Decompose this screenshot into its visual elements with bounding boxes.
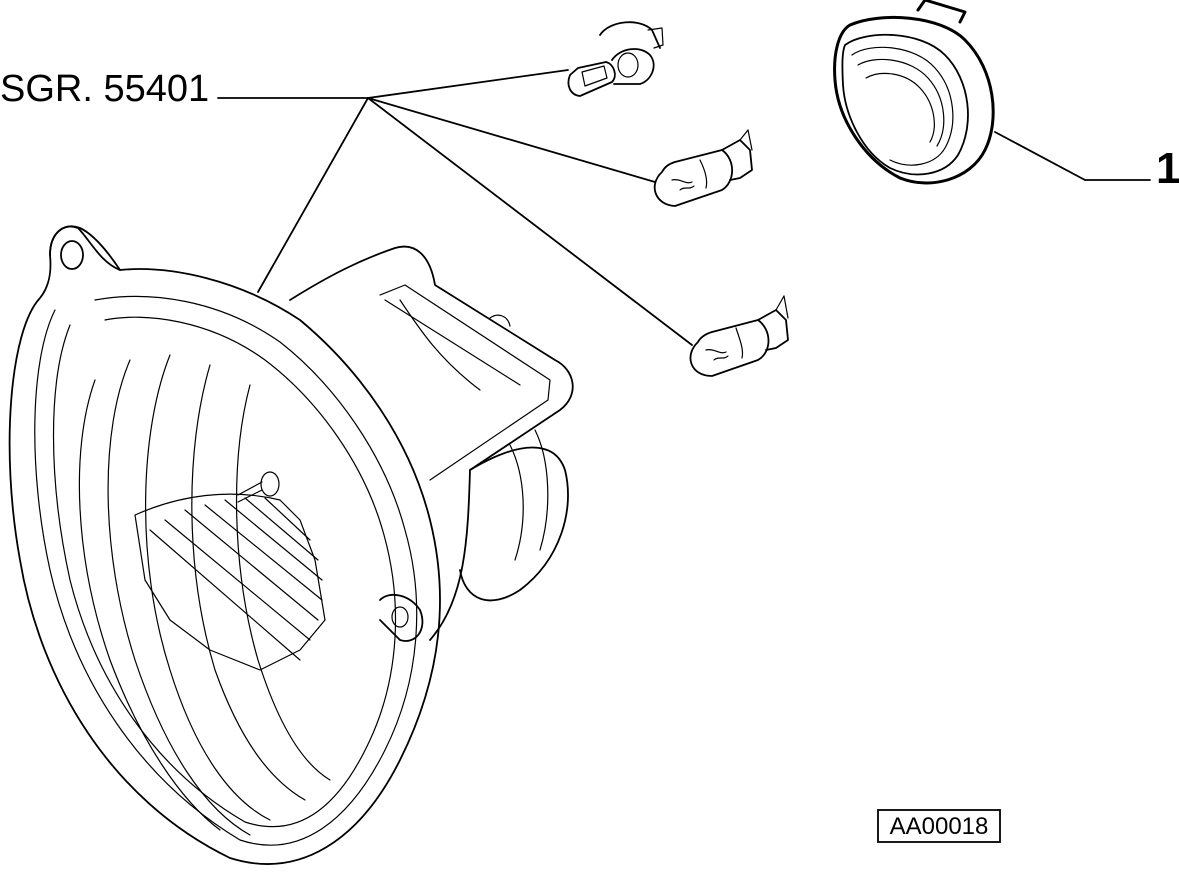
wedge-bulb-upper: [653, 129, 753, 207]
reference-group-label: SGR. 55401: [0, 68, 209, 110]
item-number-label: 1: [1156, 144, 1179, 193]
headlamp-assembly: [8, 225, 574, 865]
drawing-code-box: AA00018: [877, 809, 1001, 843]
item-leader-line: [994, 131, 1151, 181]
wedge-bulb-lower: [689, 295, 789, 377]
drawing-code-label: AA00018: [890, 813, 989, 840]
lamp-cover-cap: [833, 0, 995, 185]
reference-leader-lines: [217, 69, 693, 346]
halogen-bulb: [567, 21, 664, 97]
